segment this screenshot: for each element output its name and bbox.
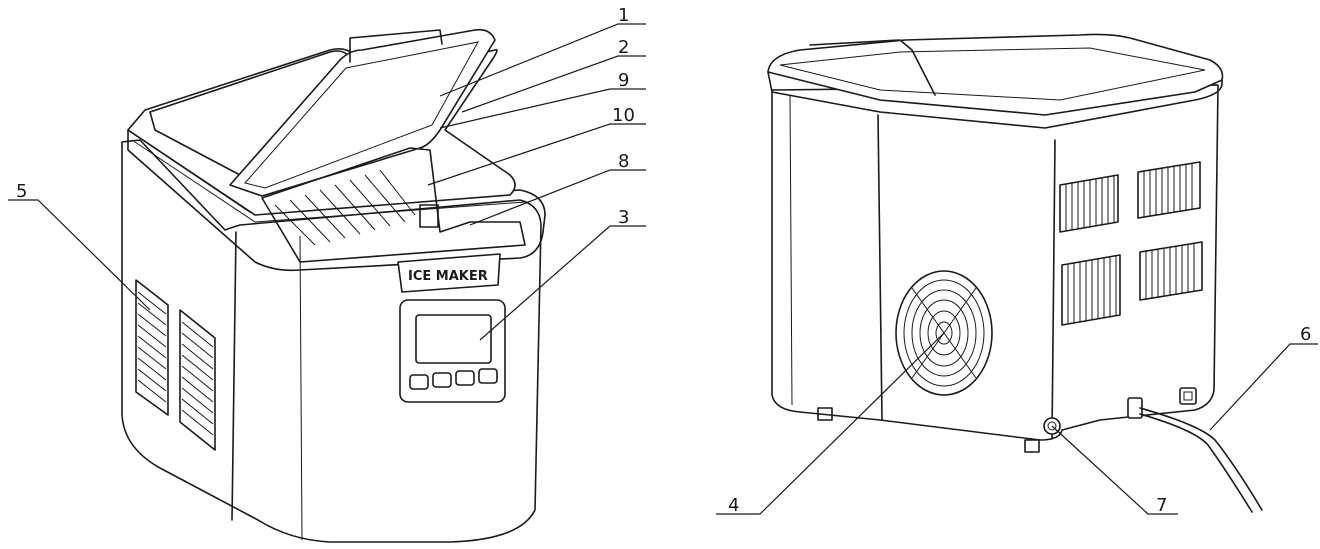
callout-2: 2 xyxy=(618,37,629,58)
callout-6: 6 xyxy=(1300,324,1311,345)
brand-label: ICE MAKER xyxy=(408,269,488,284)
rear-vents-lower-left xyxy=(1061,254,1121,326)
front-panel-seam xyxy=(299,235,303,541)
rear-back-edge xyxy=(1051,139,1056,439)
rear-vents-upper-left xyxy=(1059,174,1119,233)
power-cord xyxy=(1139,407,1263,511)
rear-vents-upper-right xyxy=(1137,161,1201,219)
foot-right xyxy=(1024,439,1040,453)
foot-left xyxy=(817,407,833,421)
power-cord-edge xyxy=(1139,413,1253,513)
rim-inner-line xyxy=(131,139,526,223)
rear-view: 6 4 7 xyxy=(716,33,1318,516)
rear-lid-inner xyxy=(779,47,1206,101)
ice-tray-fingers xyxy=(274,169,416,246)
rear-lid-handle xyxy=(809,39,936,96)
top-rim xyxy=(127,129,546,272)
callout-7: 7 xyxy=(1156,495,1167,516)
panel-button-3 xyxy=(455,370,475,386)
callout-10: 10 xyxy=(612,105,635,126)
callout-3: 3 xyxy=(618,207,629,228)
power-switch xyxy=(1179,387,1197,405)
panel-button-4 xyxy=(478,368,498,384)
fan-grille xyxy=(895,270,993,396)
rear-vents-lower-right xyxy=(1139,241,1203,301)
brand-plate xyxy=(397,253,501,293)
panel-button-1 xyxy=(409,374,429,390)
ice-basket xyxy=(261,147,526,263)
rear-top-lid xyxy=(767,33,1224,116)
callout-5: 5 xyxy=(16,181,27,202)
front-edge-line xyxy=(231,231,237,521)
callout-4: 4 xyxy=(728,495,739,516)
lcd-display xyxy=(415,314,492,364)
rear-corner-edge xyxy=(877,114,883,421)
callout-9: 9 xyxy=(618,70,629,91)
lid-inner-panel xyxy=(244,41,479,189)
side-vents xyxy=(135,279,216,451)
front-leaders xyxy=(8,23,646,341)
rear-side-seam xyxy=(789,94,793,406)
callout-8: 8 xyxy=(618,151,629,172)
front-view: ICE MAKER 1 2 9 10 8 3 5 xyxy=(8,5,646,543)
ice-sensor xyxy=(419,204,439,228)
rear-leaders xyxy=(716,332,1318,515)
callout-1: 1 xyxy=(618,5,629,26)
panel-button-2 xyxy=(432,372,452,388)
rear-top-rim xyxy=(767,71,1223,129)
lid-handle xyxy=(349,29,443,63)
front-body-outline xyxy=(121,139,542,543)
rear-body-outline xyxy=(771,84,1219,441)
